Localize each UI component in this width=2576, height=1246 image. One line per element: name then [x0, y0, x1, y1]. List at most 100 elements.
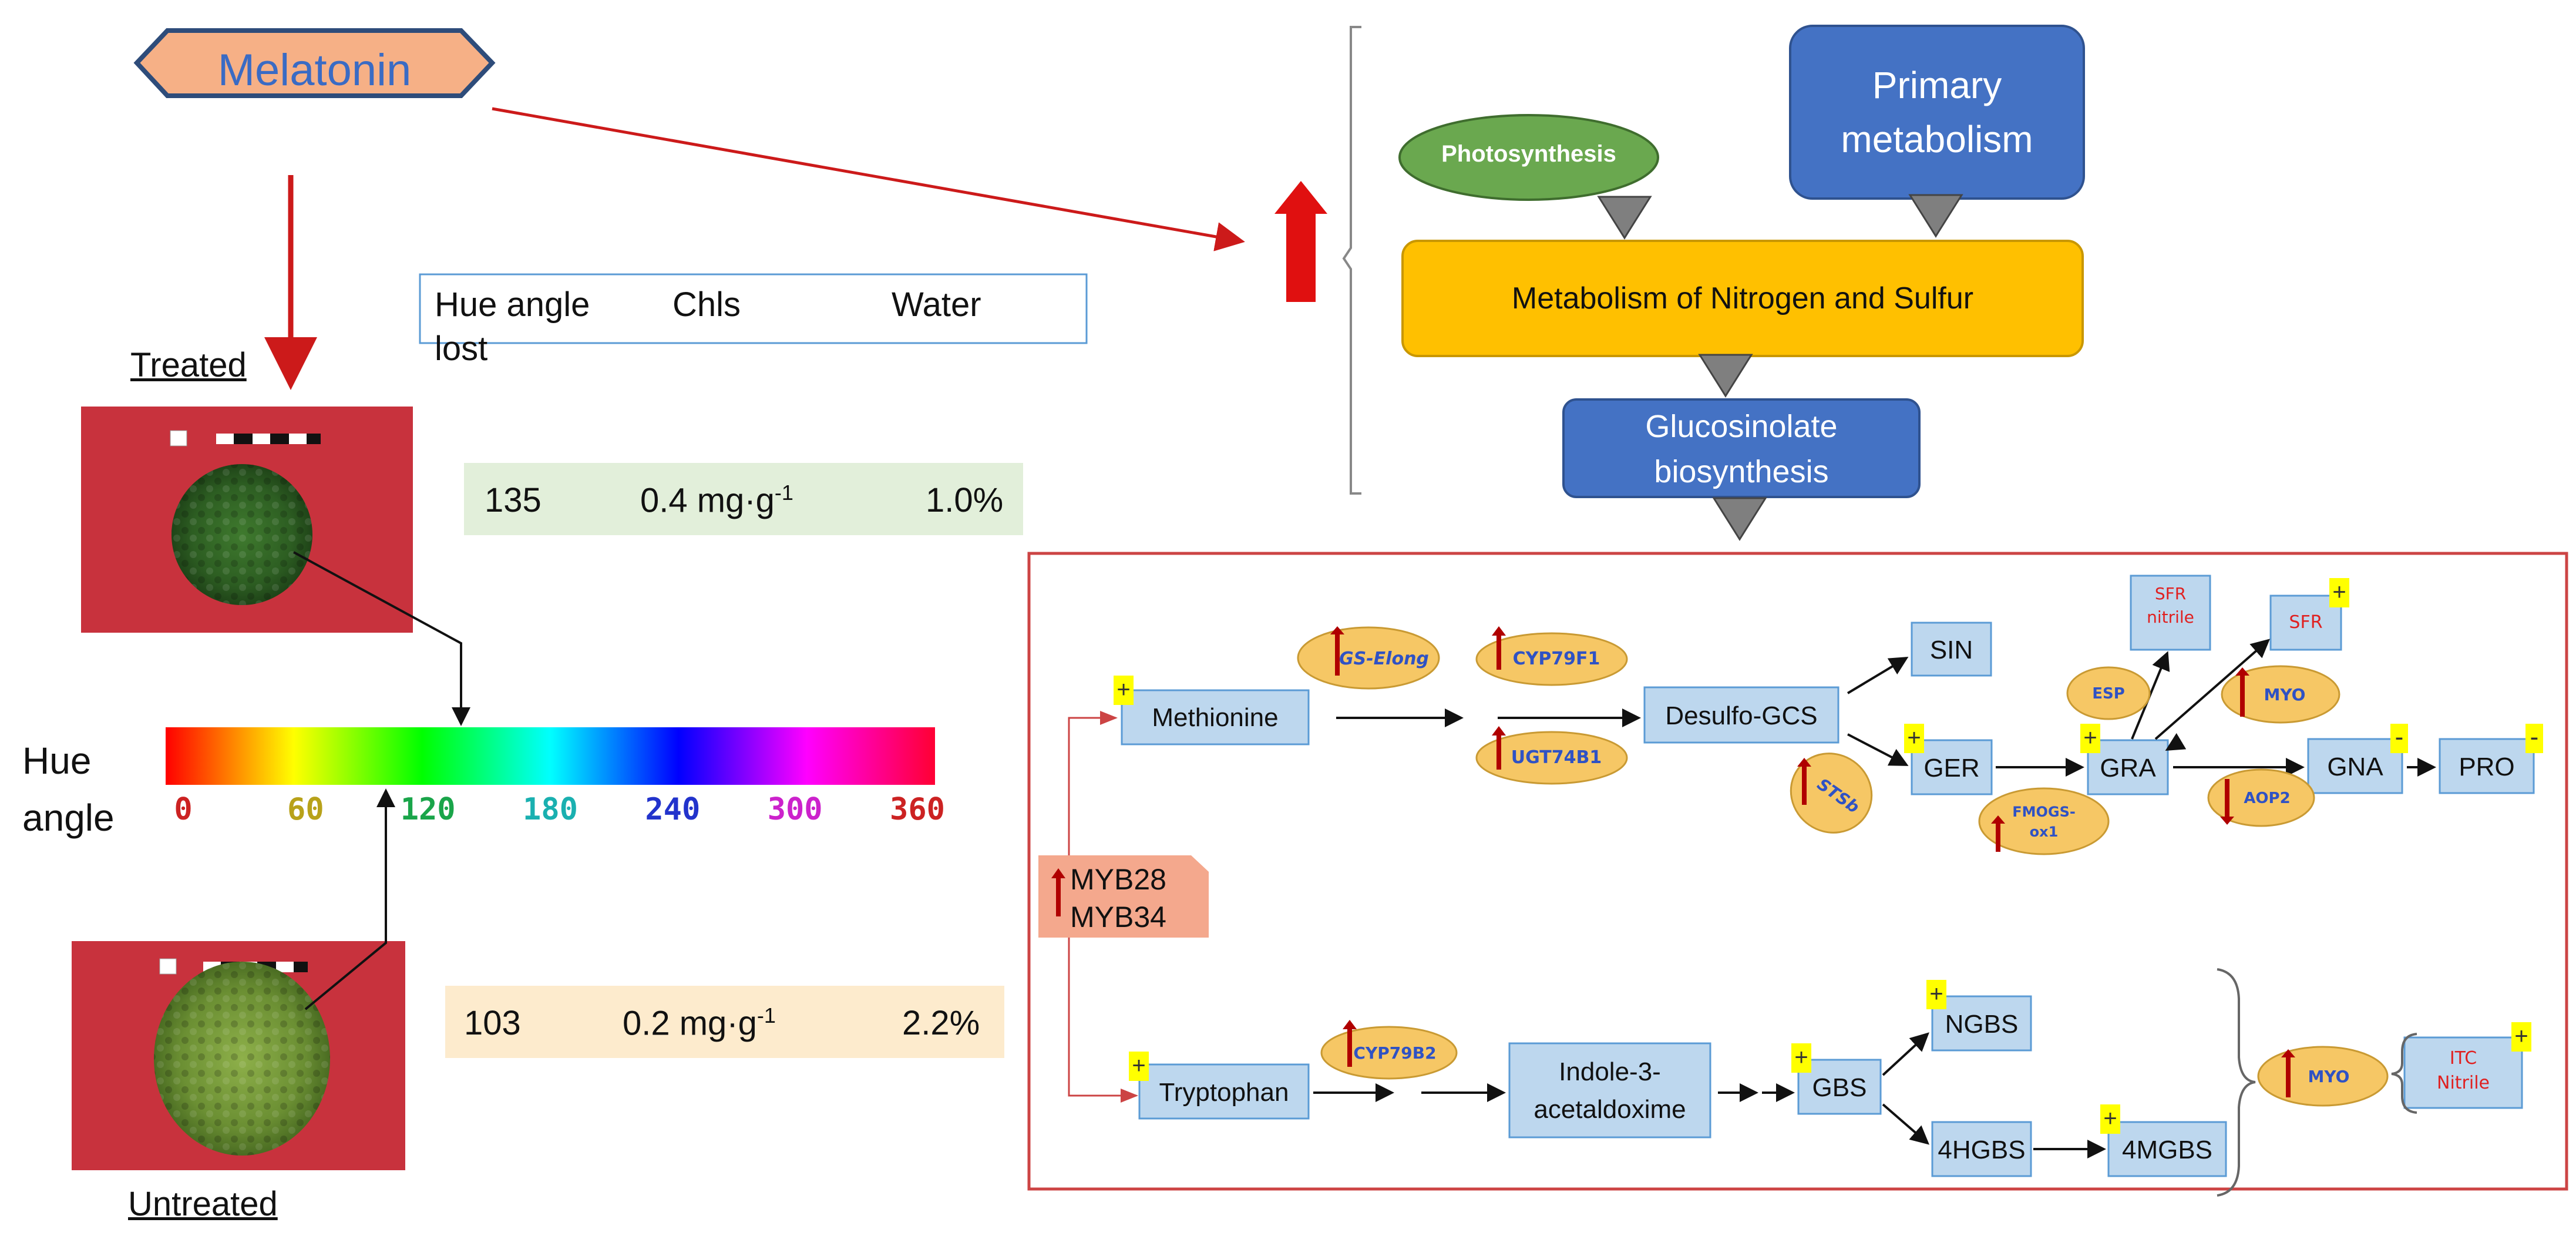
plus-sign: + [2332, 579, 2346, 605]
up-arrow-icon [1343, 1020, 1357, 1067]
regulation-arrows [1330, 626, 2295, 1097]
myb34-label: MYB34 [1070, 901, 1166, 933]
upregulation-arrow [1274, 181, 1327, 302]
tryptophan-node [1138, 1063, 1310, 1120]
cyp79f1-oval [1475, 632, 1628, 686]
right-brace [2217, 968, 2256, 1197]
up-arrow-icon [1051, 868, 1065, 916]
hue-tick-label: 240 [645, 792, 701, 827]
4mgbs-label: 4MGBS [2121, 1136, 2213, 1164]
cyp79b2-label: CYP79B2 [1353, 1043, 1437, 1063]
up-arrow-icon [1797, 758, 1811, 805]
aop2-label: AOP2 [2244, 790, 2291, 807]
header-water: Water [892, 286, 981, 324]
fmogs-oval [1978, 787, 2110, 855]
top-bracket [1342, 26, 1361, 495]
treated-chls-value: 0.4 mg·g-1 [640, 481, 793, 520]
untreated-hue-value: 103 [464, 1004, 521, 1042]
treated-label: Treated [130, 346, 247, 384]
header-chls: Chls [672, 286, 741, 324]
ngbs-label: NGBS [1945, 1010, 2019, 1039]
hue-tick-label: 360 [890, 792, 945, 827]
untreated-label: Untreated [128, 1185, 278, 1223]
ger-node [1911, 739, 1993, 795]
pro-label: PRO [2459, 753, 2515, 781]
up-arrow-icon [1492, 626, 1506, 670]
treated-hue-value: 135 [485, 481, 542, 519]
aop2-oval [2207, 768, 2315, 827]
ger-label: GER [1923, 754, 1980, 782]
header-hue-angle: Hue angle [435, 286, 590, 324]
sfr-nitrile-node [2130, 575, 2211, 651]
4hgbs-node [1931, 1121, 2032, 1177]
flow-triangle [1698, 354, 1753, 398]
4mgbs-node [2107, 1121, 2227, 1177]
untreated-pointer [304, 788, 395, 1010]
gs-elong-oval [1297, 626, 1440, 690]
itc-nitrile-node [2403, 1036, 2523, 1109]
gbs-node [1797, 1059, 1882, 1115]
hue-gradient-bar [166, 727, 935, 785]
up-arrow-icon [2281, 1049, 2295, 1097]
primary-metabolism-box [1789, 25, 2085, 200]
up-arrow-icon [1330, 626, 1344, 676]
treated-pointer [293, 551, 470, 726]
treated-water-value: 1.0% [926, 481, 1004, 519]
sts-oval [1790, 753, 1873, 834]
up-arrow-icon [2235, 667, 2249, 717]
plus-sign: + [1907, 725, 1921, 751]
treated-values-band [464, 463, 1023, 535]
plus-sign: + [2083, 725, 2097, 751]
pathway-nodes [1121, 575, 2535, 1177]
gna-node [2307, 738, 2403, 794]
tryptophan-label: Tryptophan [1159, 1078, 1289, 1107]
hue-tick-label: 60 [287, 792, 324, 827]
ugt74b1-oval [1475, 731, 1628, 785]
flow-triangle [1712, 497, 1767, 541]
sin-label: SIN [1929, 636, 1973, 664]
esp-label: ESP [2092, 685, 2125, 703]
untreated-water-value: 2.2% [902, 1004, 980, 1042]
indole-line2: acetaldoxime [1534, 1095, 1686, 1124]
myb-branch-tryptophan [1068, 938, 1138, 1103]
methionine-label: Methionine [1152, 703, 1279, 732]
up-arrow-icon [1991, 815, 2005, 852]
plus-sign: + [1929, 981, 1943, 1007]
melatonin-label: Melatonin [217, 45, 412, 95]
indole-node [1508, 1042, 1711, 1138]
primary-metabolism-line2: metabolism [1841, 118, 2033, 160]
sin-node [1911, 622, 1992, 677]
melatonin-right-arrow [492, 107, 1245, 251]
gbs-label: GBS [1812, 1073, 1867, 1102]
cyp79f1-label: CYP79F1 [1512, 649, 1600, 669]
hue-tick-label: 300 [767, 792, 823, 827]
nitrogen-sulfur-label: Metabolism of Nitrogen and Sulfur [1511, 281, 1974, 315]
myo-top-label: MYO [2264, 685, 2306, 704]
cyp79b2-oval [1320, 1026, 1458, 1080]
4hgbs-label: 4HGBS [1938, 1136, 2026, 1164]
hue-tick-label: 120 [400, 792, 456, 827]
untreated-values-band [445, 986, 1004, 1058]
esp-oval [2066, 666, 2151, 720]
itc-line1: ITC [2449, 1048, 2477, 1069]
plus-sign: + [2514, 1023, 2528, 1049]
myb-regulator-box [1038, 855, 1209, 938]
indole-line1: Indole-3- [1559, 1057, 1661, 1086]
sfr-label: SFR [2289, 612, 2323, 633]
up-arrow-icon [1492, 726, 1506, 770]
methionine-node [1121, 689, 1310, 745]
desulfo-label: Desulfo-GCS [1665, 701, 1818, 730]
flow-triangle [1908, 194, 1963, 238]
hue-scale-title-line2: angle [22, 797, 115, 839]
highlight-markers [1114, 578, 2543, 1134]
glucosinolate-box [1562, 398, 1921, 498]
fmogs-line1: FMOGS- [2012, 804, 2076, 820]
pathway-arrows [1313, 639, 2436, 1158]
ngbs-node [1931, 995, 2032, 1052]
header-lost: lost [435, 330, 488, 368]
glucosinolate-line1: Glucosinolate [1645, 409, 1838, 444]
hue-scale-title-line1: Hue [22, 740, 92, 782]
parameters-header-box [419, 273, 1088, 344]
hue-tick-label: 0 [174, 792, 193, 827]
